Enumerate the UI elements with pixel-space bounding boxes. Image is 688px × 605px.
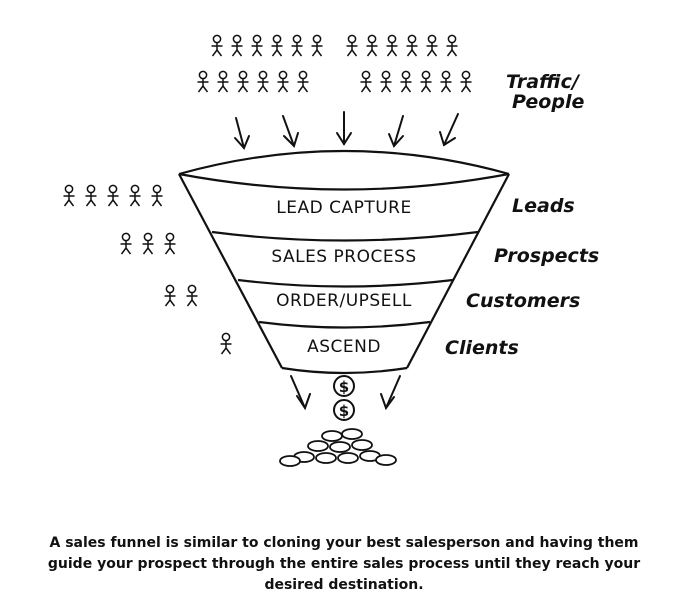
stick-figure-icon [150,184,164,207]
people-label: People [512,91,584,113]
stick-figure-icon [163,284,177,307]
stick-figure-icon [128,184,142,207]
stick-figure-icon [210,34,224,57]
stick-figure-icon [62,184,76,207]
stick-figure-icon [365,34,379,57]
down-arrow-icon [380,375,401,411]
stage-label-ascend: ASCEND [307,337,381,357]
down-arrow-icon [282,115,299,148]
stage-people-groups [62,184,233,355]
down-arrow-icon [336,111,352,146]
traffic-label: Traffic/ [506,71,581,93]
stick-figure-icon [439,70,453,93]
funnel [178,149,510,375]
side-label-leads: Leads [512,195,575,217]
stick-figure-icon [445,34,459,57]
stick-figure-icon [379,70,393,93]
stick-figure-icon [141,232,155,255]
stick-figure-icon [106,184,120,207]
stick-figure-icon [185,284,199,307]
down-arrow-icon [439,113,459,147]
dollar-coin-icon: $ [333,399,355,421]
stick-figure-icon [296,70,310,93]
output-arrows [290,375,401,411]
stick-figure-icon [405,34,419,57]
sales-funnel-diagram: Traffic/ People LEAD CAPTURE SALES PROCE… [62,34,599,467]
stick-figure-icon [196,70,210,93]
stick-figure-icon [119,232,133,255]
side-label-customers: Customers [466,290,580,312]
stick-figure-icon [310,34,324,57]
down-arrow-icon [290,375,311,411]
stick-figure-icon [419,70,433,93]
stick-figure-icon [250,34,264,57]
stick-figure-icon [216,70,230,93]
stick-figure-icon [276,70,290,93]
traffic-arrows [234,111,459,150]
stick-figure-icon [359,70,373,93]
stage-label-order-upsell: ORDER/UPSELL [276,291,412,311]
stick-figure-icon [345,34,359,57]
stick-figure-icon [256,70,270,93]
stick-figure-icon [270,34,284,57]
stick-figure-icon [84,184,98,207]
stick-figure-icon [425,34,439,57]
stick-figure-icon [219,332,233,355]
stage-label-lead-capture: LEAD CAPTURE [276,198,411,218]
svg-text:$: $ [339,378,349,396]
stick-figure-icon [230,34,244,57]
dollar-coin-icon: $ [333,375,355,397]
side-label-prospects: Prospects [494,245,599,267]
svg-text:$: $ [339,402,349,420]
coin-pile-icon [279,428,397,467]
stick-figure-icon [399,70,413,93]
stick-figure-icon [459,70,473,93]
stick-figure-icon [290,34,304,57]
stage-label-sales-process: SALES PROCESS [271,247,416,267]
down-arrow-icon [388,115,404,148]
stick-figure-icon [385,34,399,57]
stick-figure-icon [163,232,177,255]
figure-caption: A sales funnel is similar to cloning you… [47,535,641,593]
traffic-people-crowd [196,34,473,93]
side-label-clients: Clients [445,337,519,359]
down-arrow-icon [234,117,250,150]
stick-figure-icon [236,70,250,93]
